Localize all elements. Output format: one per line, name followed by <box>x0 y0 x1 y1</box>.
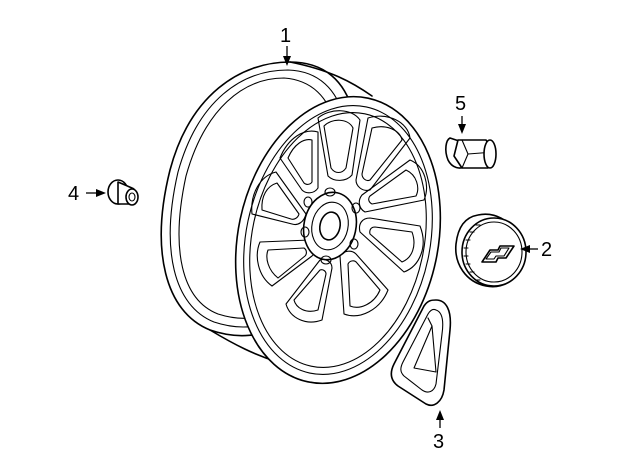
lug-nut[interactable] <box>445 137 497 169</box>
valve-stem[interactable] <box>107 179 139 206</box>
wheel[interactable] <box>160 61 466 403</box>
center-cap[interactable] <box>455 213 527 288</box>
leader-lines <box>86 46 538 428</box>
callout-2: 2 <box>541 239 552 261</box>
callout-5: 5 <box>455 93 466 115</box>
callout-1: 1 <box>280 25 291 47</box>
callout-4: 4 <box>68 183 79 205</box>
bowtie-emblem-icon <box>481 245 515 263</box>
spoke-insert[interactable] <box>390 299 452 406</box>
callout-3: 3 <box>433 431 444 453</box>
